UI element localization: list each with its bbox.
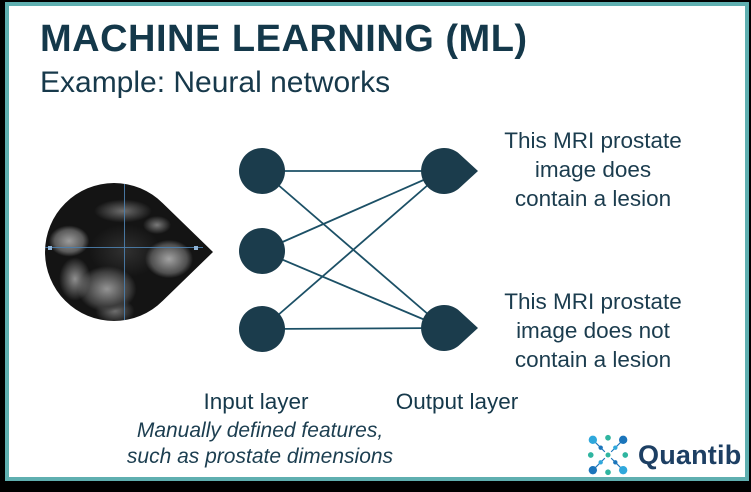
crosshair-left-marker: [48, 246, 52, 250]
output-label-line: image does: [534, 157, 652, 182]
note-line-1: Manually defined features,: [136, 419, 384, 442]
output-label-line: This MRI prostate: [504, 289, 682, 314]
crosshair-vertical-line: [124, 183, 125, 321]
connection-lines: [261, 170, 445, 330]
note-line-2: such as prostate dimensions: [126, 445, 394, 468]
input-layer-label: Input layer: [203, 389, 309, 414]
input-node-2: [239, 228, 285, 274]
output-label-contains-lesion: This MRI prostate image does contain a l…: [468, 126, 718, 213]
input-node-1: [239, 148, 285, 194]
output-label-line: This MRI prostate: [504, 128, 682, 153]
quantib-logo: Quantib: [585, 432, 741, 478]
neural-network-diagram: [239, 148, 478, 352]
input-features-note: Manually defined features, such as prost…: [105, 418, 415, 470]
logo-wordmark: Quantib: [638, 439, 742, 470]
output-layer-label: Output layer: [395, 389, 519, 414]
output-node-1: [421, 148, 478, 194]
output-label-line: contain a lesion: [514, 186, 672, 211]
output-label-line: image does not: [516, 318, 670, 343]
input-node-3: [239, 306, 285, 352]
output-label-line: contain a lesion: [514, 347, 672, 372]
output-label-no-lesion: This MRI prostate image does not contain…: [468, 287, 718, 374]
page-subtitle: Example: Neural networks: [40, 66, 391, 99]
crosshair-right-marker: [194, 246, 198, 250]
page-title: MACHINE LEARNING (ML): [40, 18, 528, 60]
quantib-network-icon: [587, 434, 629, 476]
output-node-2: [421, 305, 478, 351]
